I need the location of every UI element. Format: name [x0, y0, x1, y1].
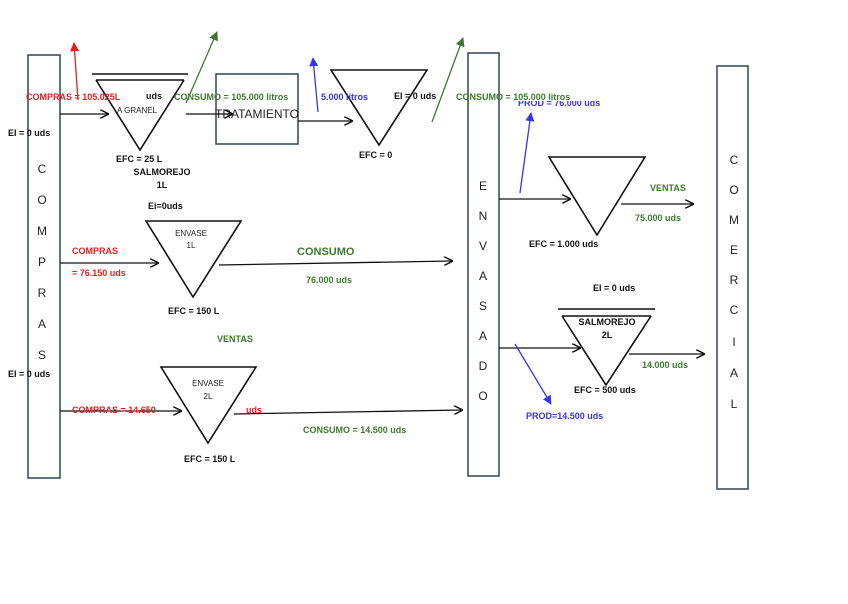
envasado-letter: V: [479, 239, 487, 253]
envase2-label: ENVASE: [192, 379, 224, 388]
envasado-letter: N: [479, 209, 488, 223]
consumo-trat-label: CONSUMO = 105.000 litros: [456, 92, 570, 102]
envasado-column: [467, 52, 500, 477]
envase1-node: ENVASE 1L: [144, 220, 243, 299]
granel-uds: uds: [146, 91, 162, 101]
compras-granel-label: COMPRAS = 105.025L: [26, 92, 121, 102]
ventas-sal1-value: 75.000 uds: [635, 213, 681, 223]
envase1-label: ENVASE: [175, 229, 207, 238]
salmorejo2-node: SALMOREJO 2L: [558, 308, 655, 387]
envase2-to-envasado-arrow: [233, 410, 462, 414]
ventas-sal1-label: VENTAS: [650, 183, 686, 193]
ei-compras-bottom-label: EI = 0 uds: [8, 369, 50, 379]
envasado-letter: D: [479, 359, 488, 373]
salmorejo2-label: SALMOREJO: [578, 317, 635, 327]
envasado-letter: A: [479, 269, 487, 283]
prod-salmorejo1-blue-arrow: [519, 112, 535, 194]
efc-env1-label: EFC = 150 L: [168, 306, 220, 316]
envase1-size: 1L: [187, 241, 196, 250]
ventas-mid-label: VENTAS: [217, 334, 253, 344]
labels: PROD = 76.000 uds COMPRAS = 105.025L CON…: [8, 90, 688, 464]
compras-letter: O: [37, 193, 46, 207]
salmorejo1-size: 1L: [157, 180, 168, 190]
granel-label: A GRANEL: [117, 106, 158, 115]
envase2-node: ENVASE 2L: [159, 366, 258, 445]
efc-trat-label: EFC = 0: [359, 150, 392, 160]
ventas-sal2-value: 14.000 uds: [642, 360, 688, 370]
envasado-column-letters: E N V A S A D O: [478, 179, 487, 403]
granel-node: A GRANEL uds: [92, 73, 188, 152]
comercial-letter: I: [732, 335, 735, 349]
tratamiento-label: TRATAMIENTO: [215, 107, 299, 121]
efc-granel-label: EFC = 25 L: [116, 154, 163, 164]
comercial-letter: M: [729, 213, 739, 227]
compras-granel-red-arrow: [70, 42, 80, 101]
efc-env2-label: EFC = 150 L: [184, 454, 236, 464]
comercial-letter: L: [731, 397, 738, 411]
salmorejo1-node: SALMOREJO 1L: [133, 156, 647, 237]
compras-letter: C: [38, 162, 47, 176]
comercial-letter: R: [730, 273, 739, 287]
comercial-letter: C: [730, 303, 739, 317]
envasado-letter: O: [478, 389, 487, 403]
compras-letter: M: [37, 224, 47, 238]
tratamiento-node: TRATAMIENTO: [215, 73, 299, 145]
comercial-letter: E: [730, 243, 738, 257]
salmorejo2-size: 2L: [602, 330, 613, 340]
comercial-column: [716, 65, 749, 490]
prod-hidden-label: PROD = 76.000 uds: [518, 98, 600, 108]
prod-salmorejo2-blue-arrow: [514, 343, 552, 405]
envase1-to-envasado-arrow: [218, 261, 452, 265]
envase2-size: 2L: [204, 392, 213, 401]
compras-letter: R: [38, 286, 47, 300]
comercial-letter: A: [730, 366, 738, 380]
efc-sal1-label: EFC = 1.000 uds: [529, 239, 598, 249]
envasado-letter: A: [479, 329, 487, 343]
ei-sal2-label: EI = 0 uds: [593, 283, 635, 293]
compras-column: [27, 54, 61, 479]
compras-env2-label: COMPRAS = 14.650: [72, 405, 156, 415]
tratamiento-blue-arrow: [309, 57, 319, 113]
consumo-trat-green-arrow: [431, 37, 465, 123]
arrows: [60, 31, 704, 414]
ei-compras-top-label: EI = 0 uds: [8, 128, 50, 138]
compras-letter: S: [38, 348, 46, 362]
comercial-column-letters: C O M E R C I A L: [729, 153, 739, 411]
consumo-env1-value: 76.000 uds: [306, 275, 352, 285]
salmorejo1-label: SALMOREJO: [133, 167, 190, 177]
compras-column-letters: C O M P R A S: [37, 162, 47, 362]
ei-sal1-label: Ei=0uds: [148, 201, 183, 211]
consumo-granel-green-arrow: [185, 31, 218, 104]
ei-trat-label: EI = 0 uds: [394, 91, 436, 101]
consumo-env2-label: CONSUMO = 14.500 uds: [303, 425, 406, 435]
compras-letter: P: [38, 255, 46, 269]
comercial-letter: C: [730, 153, 739, 167]
compras-letter: A: [38, 317, 46, 331]
compras-env2-uds: uds: [246, 405, 262, 415]
efc-sal2-label: EFC = 500 uds: [574, 385, 636, 395]
consumo-env1-label: CONSUMO: [297, 246, 355, 258]
comercial-letter: O: [729, 183, 738, 197]
cinco-mil-label: 5.000 litros: [321, 92, 368, 102]
compras-env1-label: COMPRAS: [72, 246, 118, 256]
consumo-granel-label: CONSUMO = 105.000 litros: [174, 92, 288, 102]
compras-env1-value: = 76.150 uds: [72, 268, 126, 278]
envasado-letter: S: [479, 299, 487, 313]
prod-sal2-label: PROD=14.500 uds: [526, 411, 603, 421]
envasado-letter: E: [479, 179, 487, 193]
tratamiento-tank-node: [329, 69, 429, 147]
